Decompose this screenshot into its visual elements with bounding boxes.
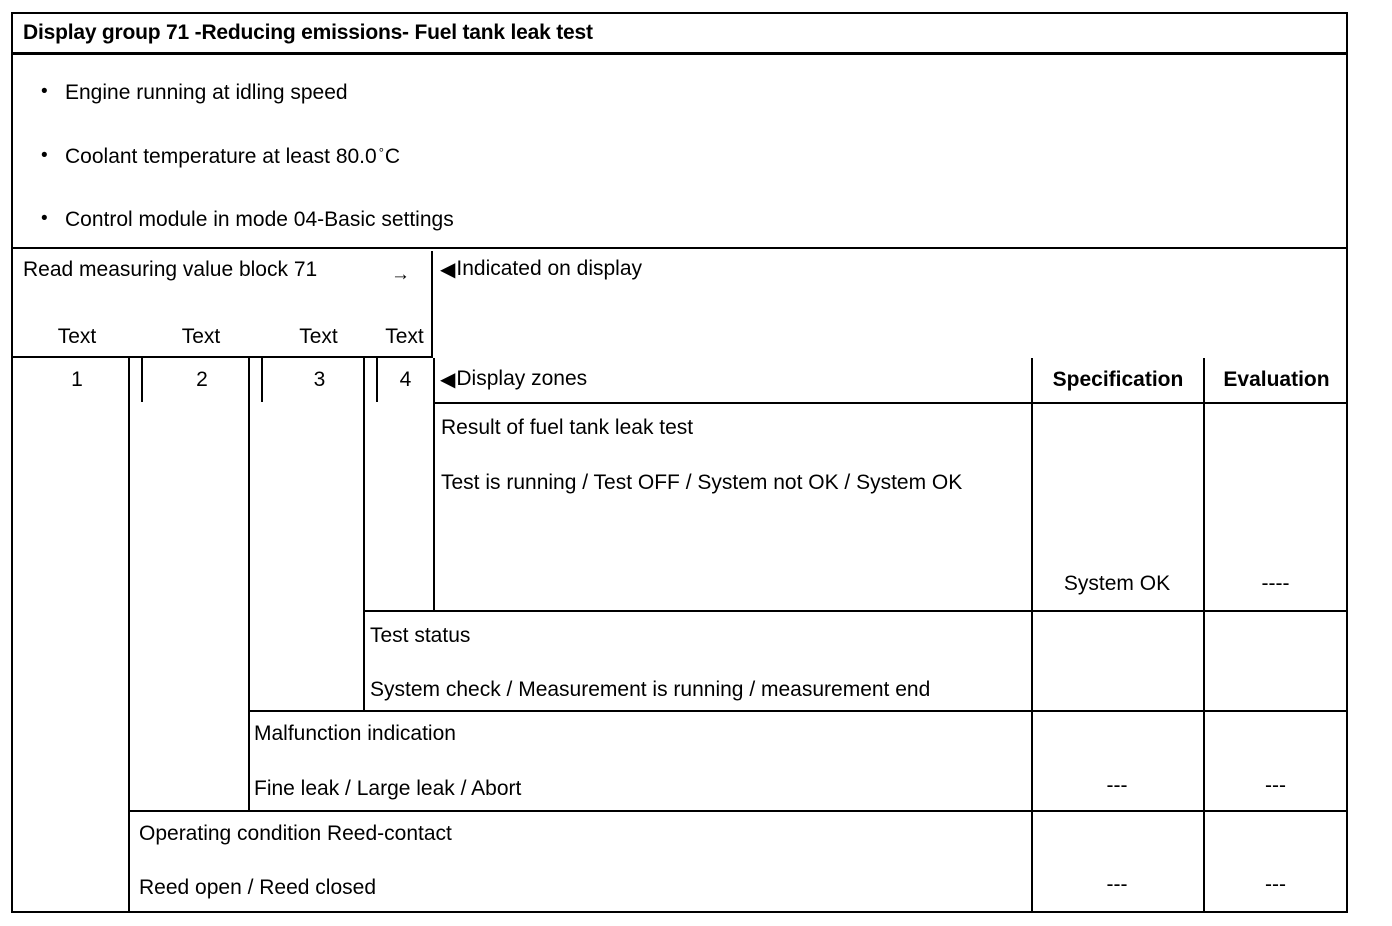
zone-number-1: 1 xyxy=(71,368,83,391)
precondition-unit-2: C xyxy=(384,145,401,168)
zone-number-2: 2 xyxy=(141,358,261,402)
table-row-test-status: Test status System check / Measurement i… xyxy=(363,610,1031,710)
read-block-subheader-row: Text Text Text Text xyxy=(13,325,433,358)
precondition-text-3: Control module in mode 04-Basic settings xyxy=(65,208,454,231)
row-values-result: Test is running / Test OFF / System not … xyxy=(441,471,963,494)
column-header-specification: Specification xyxy=(1031,358,1203,402)
row-name-malfunction: Malfunction indication xyxy=(254,722,456,745)
annotation-indicated-on-display: ◀Indicated on display xyxy=(433,251,1346,358)
row-divider-result xyxy=(363,610,1348,612)
evaluation-value-reed-contact: --- xyxy=(1265,873,1286,896)
table-row-result-of-fuel-tank-leak-test: Result of fuel tank leak test Test is ru… xyxy=(433,402,1031,610)
row-name-result: Result of fuel tank leak test xyxy=(441,416,694,439)
evaluation-value-result: ---- xyxy=(1261,572,1290,595)
bullet-icon: • xyxy=(41,81,48,102)
zone-number-3: 3 xyxy=(261,358,376,402)
read-block-subheader-3: Text xyxy=(299,325,338,348)
column-divider-3 xyxy=(363,358,365,710)
degree-symbol: ° xyxy=(378,145,384,160)
page-title: Display group 71 -Reducing emissions- Fu… xyxy=(23,21,593,44)
preconditions-section: • Engine running at idling speed • Coolant… xyxy=(13,57,1346,249)
row-name-test-status: Test status xyxy=(370,624,471,647)
specification-value-result: System OK xyxy=(1063,572,1171,595)
bullet-icon: • xyxy=(41,145,48,166)
precondition-text-2: Coolant temperature at least 80.0 xyxy=(65,145,377,168)
annotation-display-zones: ◀Display zones xyxy=(433,358,1031,402)
column-divider-1 xyxy=(128,358,130,911)
annotation-indicated-label: ◀Indicated on display xyxy=(440,257,642,281)
evaluation-value-malfunction: --- xyxy=(1265,774,1286,797)
row-divider-test-status xyxy=(248,710,1348,712)
evaluation-column-divider xyxy=(1203,358,1205,911)
column-divider-4 xyxy=(433,358,435,612)
read-block-subheader-4: Text xyxy=(385,325,424,348)
row-values-reed-contact: Reed open / Reed closed xyxy=(139,876,376,899)
table-outer-frame xyxy=(11,12,1348,913)
precondition-item-2: • Coolant temperature at least 80.0°C xyxy=(41,145,400,169)
zone-number-4: 4 xyxy=(376,358,433,402)
table-row-operating-condition-reed-contact: Operating condition Reed-contact Reed op… xyxy=(128,810,1031,911)
column-header-evaluation: Evaluation xyxy=(1203,358,1348,402)
row-values-malfunction: Fine leak / Large leak / Abort xyxy=(254,777,522,800)
precondition-item-1: • Engine running at idling speed xyxy=(41,81,348,105)
annotation-zones-label: ◀Display zones xyxy=(440,367,587,391)
row-values-test-status: System check / Measurement is running / … xyxy=(370,678,931,701)
specification-column-divider xyxy=(1031,358,1033,911)
column-divider-2 xyxy=(248,358,250,810)
left-triangle-icon: ◀ xyxy=(440,259,455,281)
table-row-malfunction-indication: Malfunction indication Fine leak / Large… xyxy=(248,710,1031,810)
document-title-bar: Display group 71 -Reducing emissions- Fu… xyxy=(13,14,1346,55)
bullet-icon: • xyxy=(41,208,48,229)
specification-value-reed-contact: --- xyxy=(1106,873,1128,896)
read-measuring-value-block-header: Read measuring value block 71 → Text Tex… xyxy=(13,251,433,358)
row-divider-zones-header xyxy=(433,402,1348,404)
read-block-title: Read measuring value block 71 xyxy=(23,258,318,281)
right-arrow-icon: → xyxy=(391,264,410,285)
left-triangle-icon: ◀ xyxy=(440,369,455,391)
row-name-reed-contact: Operating condition Reed-contact xyxy=(139,822,452,845)
read-block-subheader-1: Text xyxy=(57,325,97,348)
precondition-item-3: • Control module in mode 04-Basic setting… xyxy=(41,208,454,232)
read-block-subheader-2: Text xyxy=(181,325,221,348)
annotation-indicated-text: Indicated on display xyxy=(456,257,643,280)
precondition-text-1: Engine running at idling speed xyxy=(65,81,348,104)
row-divider-malfunction xyxy=(128,810,1348,812)
display-zone-number-row: 1 2 3 4 xyxy=(13,358,433,402)
annotation-zones-text: Display zones xyxy=(456,367,588,390)
specification-value-malfunction: --- xyxy=(1106,774,1128,797)
